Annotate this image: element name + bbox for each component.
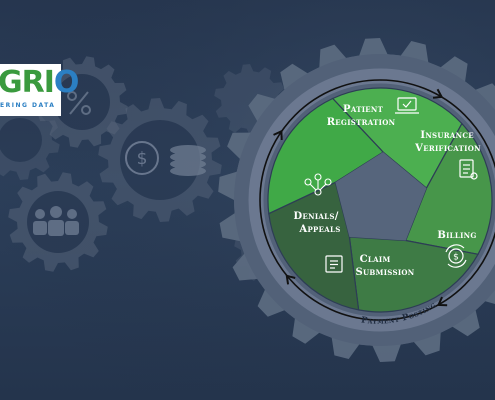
coins-dollar-icon: $ xyxy=(125,141,206,176)
step-label-claim-submission: Claim Submission xyxy=(356,254,415,278)
step-label-denials-appeals: Denials/ Appeals xyxy=(294,211,343,235)
cycle-segments xyxy=(267,87,493,313)
company-logo: GRIO ERING DATA xyxy=(0,64,79,116)
svg-text:$: $ xyxy=(137,149,148,169)
logo-tagline: ERING DATA xyxy=(0,102,56,109)
dollar-sign-glyph: $ xyxy=(453,253,459,263)
clipboard-icon xyxy=(459,159,478,180)
arrowhead-icon xyxy=(273,129,283,141)
step-label-insurance-verification: Insurance Verification xyxy=(414,130,481,154)
cycle-arrows xyxy=(259,79,495,321)
background-gear xyxy=(0,100,60,180)
percent-icon xyxy=(67,91,91,115)
dollar-cycle-icon xyxy=(445,244,467,268)
step-label-billing: Billing xyxy=(437,230,476,241)
cycle-segment xyxy=(331,87,463,190)
form-icon xyxy=(325,255,343,273)
people-network-icon xyxy=(304,173,332,196)
cycle-segment xyxy=(268,181,360,311)
cycle-arrow-track xyxy=(259,79,495,321)
background-gears xyxy=(0,56,302,284)
center-pentagon xyxy=(335,152,427,241)
arrowhead-icon xyxy=(285,274,296,285)
outer-ring xyxy=(248,68,495,332)
team-icon xyxy=(33,206,79,236)
computer-icon xyxy=(395,97,419,114)
cycle-segment xyxy=(404,122,493,255)
cycle-segment xyxy=(348,236,479,313)
logo-wordmark: GRIO xyxy=(0,65,79,100)
cycle-segment xyxy=(267,97,385,215)
arrowhead-icon xyxy=(436,296,448,307)
background-gear xyxy=(98,98,222,222)
step-label-patient-registration: Patient Registration xyxy=(327,104,396,128)
arrowhead-icon xyxy=(432,88,444,99)
